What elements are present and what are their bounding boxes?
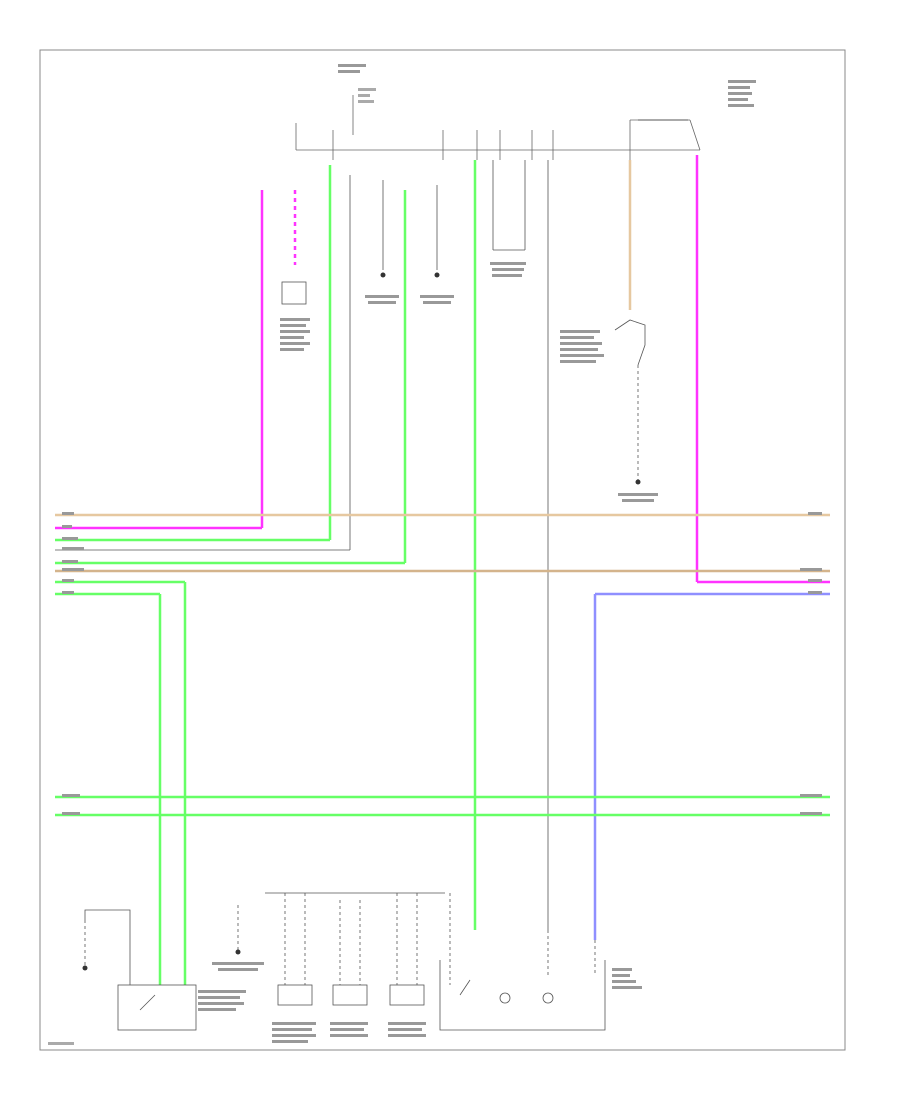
- bottom-components: [48, 892, 642, 1045]
- upper-components: [280, 249, 658, 502]
- vertical-wires-bottom: [158, 582, 597, 985]
- lower-bus: [55, 794, 830, 817]
- horizontal-bus: [55, 513, 830, 596]
- vertical-wires-top: [260, 155, 699, 930]
- left-bus-labels: [62, 512, 822, 594]
- top-text-blocks: [338, 64, 756, 121]
- top-bus: [295, 95, 701, 160]
